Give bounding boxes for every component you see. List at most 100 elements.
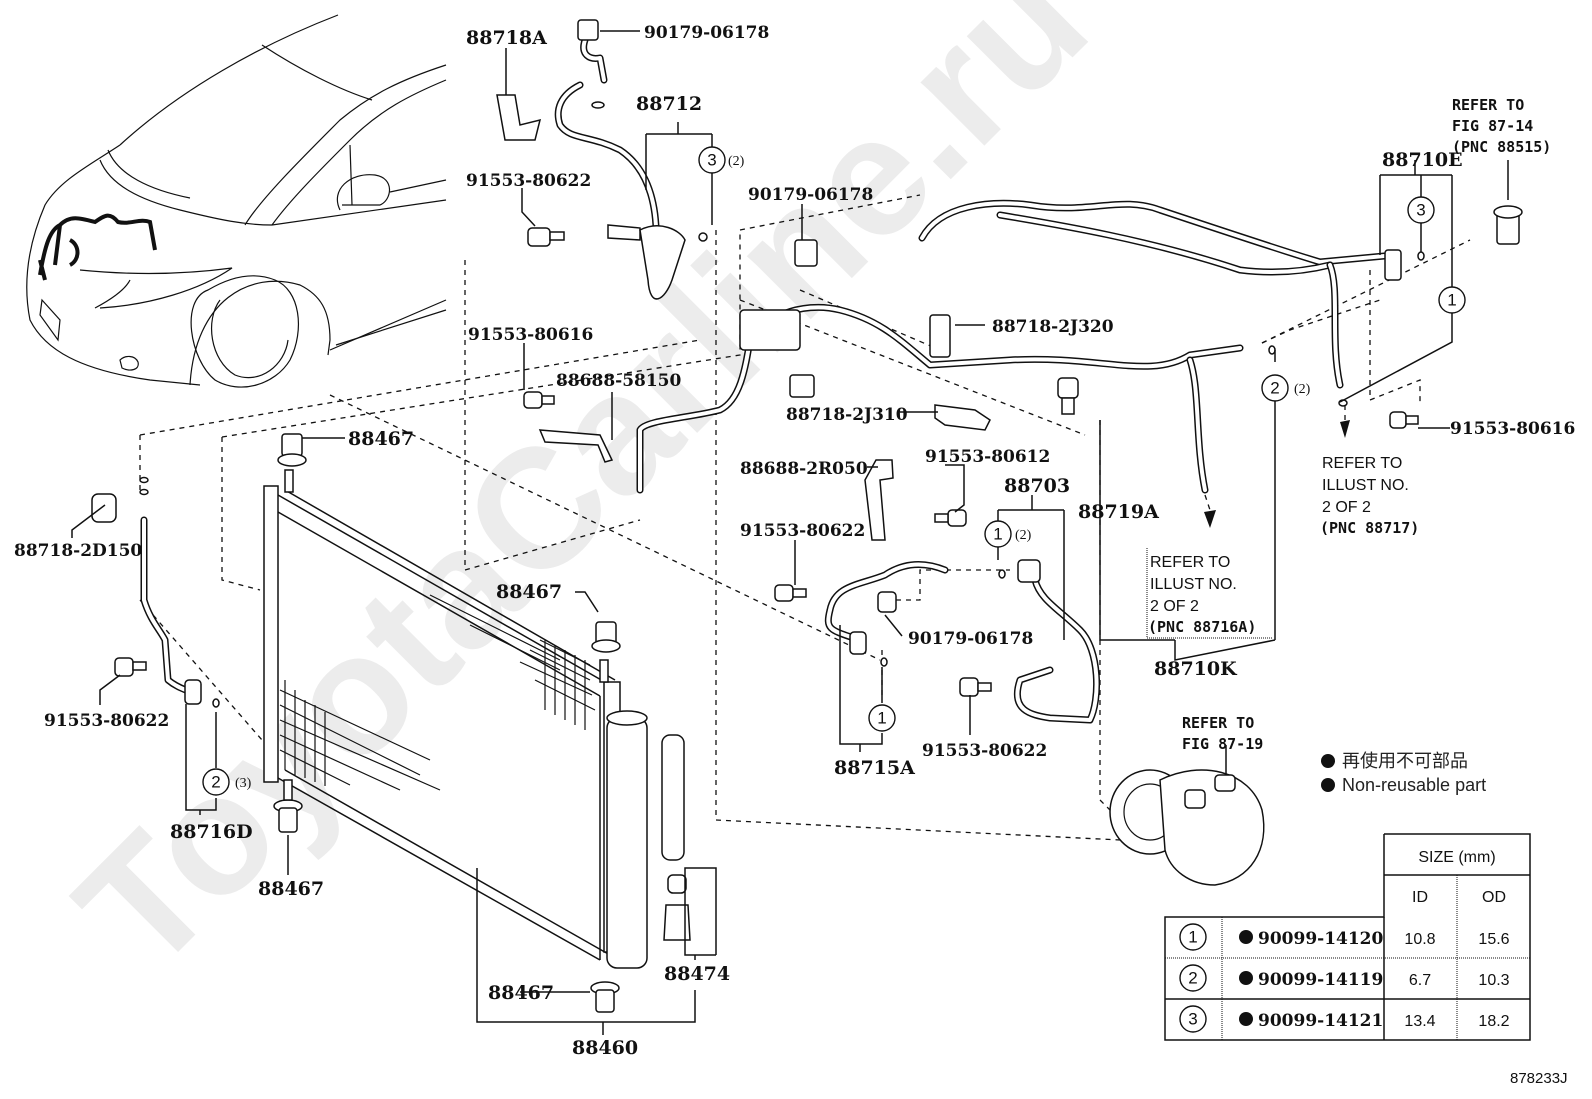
oring-reference-88710K-2: 2 (2) bbox=[1261, 374, 1311, 402]
non-reusable-bullet-icon bbox=[1239, 1012, 1253, 1026]
non-reusable-bullet-icon bbox=[1239, 971, 1253, 985]
figure-id: 878233J bbox=[1510, 1070, 1568, 1087]
oring-reference-88710E-3: 3 bbox=[1407, 196, 1435, 224]
compressor-illustration bbox=[1109, 769, 1265, 886]
part-number: 90099-14121 bbox=[1258, 1011, 1383, 1031]
callout-88716D[interactable]: 88716D bbox=[170, 821, 253, 843]
callout-88467-top[interactable]: 88467 bbox=[348, 428, 414, 450]
svg-text:2 OF 2: 2 OF 2 bbox=[1150, 598, 1199, 615]
table-header-size: SIZE (mm) bbox=[1418, 849, 1495, 866]
arrow-down-icon bbox=[1340, 420, 1350, 438]
non-reusable-bullet-icon bbox=[1239, 930, 1253, 944]
svg-text:1: 1 bbox=[1188, 928, 1197, 947]
svg-text:FIG 87-14: FIG 87-14 bbox=[1452, 117, 1533, 135]
callout-88467-right[interactable]: 88467 bbox=[496, 581, 562, 603]
svg-text:(2): (2) bbox=[1015, 528, 1032, 543]
refer-note-illust-88716A[interactable]: REFER TO ILLUST NO. 2 OF 2 (PNC 88716A) bbox=[1148, 554, 1256, 636]
svg-text:18.2: 18.2 bbox=[1478, 1013, 1509, 1030]
hardware-parts bbox=[91, 19, 1523, 1013]
oring-size-table: SIZE (mm) ID OD 1 90099-14120 10.8 15.6 … bbox=[1164, 833, 1531, 1041]
svg-text:10.3: 10.3 bbox=[1478, 972, 1509, 989]
callout-91553-80616-a[interactable]: 91553-80616 bbox=[468, 325, 593, 345]
table-row: 3 90099-14121 13.4 18.2 bbox=[1179, 1005, 1510, 1033]
callout-91553-80622-d[interactable]: 91553-80622 bbox=[44, 711, 169, 731]
arrow-down-icon bbox=[1204, 510, 1216, 528]
svg-text:6.7: 6.7 bbox=[1409, 972, 1431, 989]
refer-note-fig-87-14[interactable]: REFER TO FIG 87-14 (PNC 88515) bbox=[1452, 96, 1551, 156]
callout-88703[interactable]: 88703 bbox=[1004, 475, 1070, 497]
oring-reference-88703: 1 (2) bbox=[984, 520, 1032, 548]
svg-text:1: 1 bbox=[877, 709, 886, 728]
callout-91553-80622-b[interactable]: 91553-80622 bbox=[740, 521, 865, 541]
callout-90179-06178-low[interactable]: 90179-06178 bbox=[908, 629, 1033, 649]
callout-91553-80612[interactable]: 91553-80612 bbox=[925, 447, 1050, 467]
table-header-od: OD bbox=[1482, 889, 1506, 906]
svg-text:2: 2 bbox=[1188, 969, 1197, 988]
svg-text:3: 3 bbox=[1188, 1010, 1197, 1029]
legend: 再使用不可部品 Non-reusable part bbox=[1321, 751, 1486, 795]
svg-text:1: 1 bbox=[993, 525, 1002, 544]
callout-90179-06178-mid[interactable]: 90179-06178 bbox=[748, 185, 873, 205]
callout-88718-2J320[interactable]: 88718-2J320 bbox=[992, 317, 1114, 337]
arrow-shaft bbox=[1204, 494, 1211, 511]
svg-text:1: 1 bbox=[1447, 291, 1456, 310]
oring-reference-88710E-1: 1 bbox=[1438, 286, 1466, 314]
callout-88719A[interactable]: 88719A bbox=[1078, 501, 1159, 523]
non-reusable-bullet-icon bbox=[1321, 778, 1335, 792]
svg-text:(2): (2) bbox=[1294, 382, 1311, 397]
callout-88718-2J310[interactable]: 88718-2J310 bbox=[786, 405, 908, 425]
svg-text:REFER TO: REFER TO bbox=[1322, 455, 1402, 472]
callout-88460[interactable]: 88460 bbox=[572, 1037, 638, 1059]
callout-91553-80616-b[interactable]: 91553-80616 bbox=[1450, 419, 1575, 439]
callout-91553-80622-a[interactable]: 91553-80622 bbox=[466, 171, 591, 191]
callout-88688-2R050[interactable]: 88688-2R050 bbox=[740, 459, 868, 479]
svg-text:ILLUST NO.: ILLUST NO. bbox=[1150, 576, 1237, 593]
svg-text:(PNC 88716A): (PNC 88716A) bbox=[1148, 618, 1256, 636]
svg-text:FIG 87-19: FIG 87-19 bbox=[1182, 735, 1263, 753]
part-callouts: 88718A 90179-06178 88712 91553-80622 901… bbox=[14, 23, 1575, 1059]
callout-88712[interactable]: 88712 bbox=[636, 93, 702, 115]
legend-japanese: 再使用不可部品 bbox=[1342, 751, 1468, 771]
watermark: ToyotaCarline.ru bbox=[42, 0, 1123, 1006]
svg-text:2: 2 bbox=[211, 773, 220, 792]
svg-text:(PNC 88515): (PNC 88515) bbox=[1452, 138, 1551, 156]
oring-reference-88712: 3 (2) bbox=[698, 146, 745, 174]
part-number: 90099-14119 bbox=[1258, 970, 1383, 990]
callout-88710K[interactable]: 88710K bbox=[1154, 658, 1238, 680]
callout-88467-bottom-left[interactable]: 88467 bbox=[258, 878, 324, 900]
table-row: 2 90099-14119 6.7 10.3 bbox=[1179, 964, 1510, 992]
svg-text:REFER TO: REFER TO bbox=[1452, 96, 1524, 114]
refer-note-illust-88717[interactable]: REFER TO ILLUST NO. 2 OF 2 (PNC 88717) bbox=[1320, 455, 1419, 537]
svg-text:13.4: 13.4 bbox=[1404, 1013, 1435, 1030]
svg-text:REFER TO: REFER TO bbox=[1150, 554, 1230, 571]
vehicle-outline-illustration bbox=[26, 14, 447, 388]
table-row: 1 90099-14120 10.8 15.6 bbox=[1179, 923, 1510, 951]
svg-text:10.8: 10.8 bbox=[1404, 931, 1435, 948]
svg-text:(3): (3) bbox=[235, 776, 252, 791]
leader-lines bbox=[71, 30, 1509, 1035]
non-reusable-bullet-icon bbox=[1321, 754, 1335, 768]
svg-text:3: 3 bbox=[707, 151, 716, 170]
refer-note-fig-87-19[interactable]: REFER TO FIG 87-19 bbox=[1182, 714, 1263, 753]
callout-88710E[interactable]: 88710E bbox=[1382, 149, 1463, 171]
svg-text:(PNC 88717): (PNC 88717) bbox=[1320, 519, 1419, 537]
svg-text:(2): (2) bbox=[728, 154, 745, 169]
callout-88715A[interactable]: 88715A bbox=[834, 757, 915, 779]
svg-text:15.6: 15.6 bbox=[1478, 931, 1509, 948]
callout-88718-2D150[interactable]: 88718-2D150 bbox=[14, 541, 142, 561]
table-header-id: ID bbox=[1412, 889, 1428, 906]
callout-90179-06178-top[interactable]: 90179-06178 bbox=[644, 23, 769, 43]
svg-text:2 OF 2: 2 OF 2 bbox=[1322, 499, 1371, 516]
svg-text:REFER TO: REFER TO bbox=[1182, 714, 1254, 732]
legend-english: Non-reusable part bbox=[1342, 775, 1486, 795]
callout-88467-bottom[interactable]: 88467 bbox=[488, 982, 554, 1004]
svg-text:2: 2 bbox=[1270, 379, 1279, 398]
callout-88718A[interactable]: 88718A bbox=[466, 27, 547, 49]
callout-88474[interactable]: 88474 bbox=[664, 963, 730, 985]
oring-reference-88715A: 1 bbox=[868, 704, 896, 732]
callout-91553-80622-c[interactable]: 91553-80622 bbox=[922, 741, 1047, 761]
wire-harness-highlight bbox=[38, 213, 157, 281]
note-frame bbox=[1146, 548, 1272, 639]
callout-88688-58150[interactable]: 88688-58150 bbox=[556, 371, 682, 391]
